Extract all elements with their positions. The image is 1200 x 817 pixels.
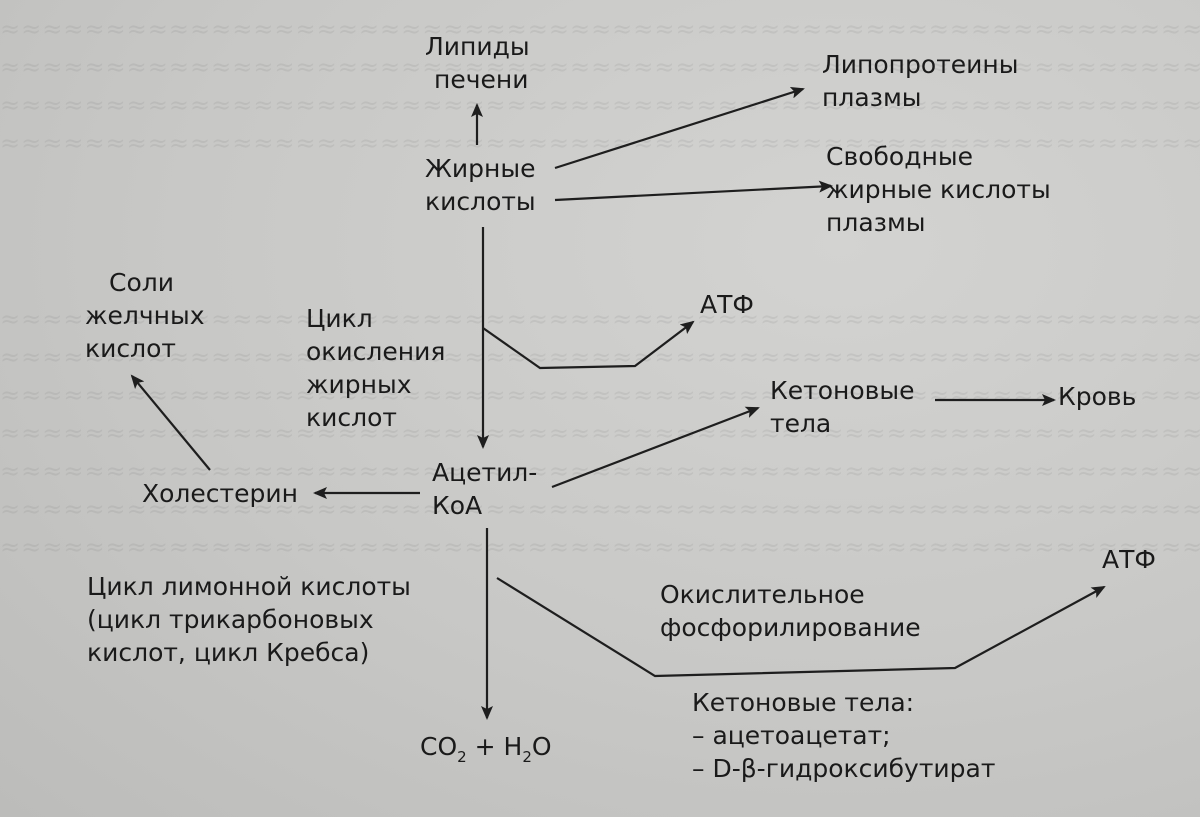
arrow-to-bile-salts — [130, 374, 211, 471]
arrow-to-ketone-bodies — [551, 406, 760, 489]
node-line: Свободные — [826, 142, 973, 171]
formula-subscript: 2 — [522, 748, 532, 766]
node-cholesterol: Холестерин — [142, 477, 298, 510]
node-beta-oxidation: Цикл окисления жирных кислот — [306, 302, 445, 434]
node-line: фосфорилирование — [660, 613, 921, 642]
node-oxidative-phosphorylation: Окислительное фосфорилирование — [660, 578, 921, 644]
arrow-to-atp-top — [482, 320, 695, 370]
formula-subscript: 2 — [457, 748, 467, 766]
node-atp-top: АТФ — [700, 288, 754, 321]
node-fatty-acids: Жирные кислоты — [425, 152, 536, 218]
node-bile-salts: Соли желчных кислот — [85, 266, 205, 365]
node-line: кислот — [306, 403, 397, 432]
arrow-to-lipoproteins — [554, 86, 805, 170]
arrow-to-free-fatty-acids — [554, 180, 833, 202]
node-line: жирных — [306, 370, 412, 399]
node-line: печени — [434, 65, 529, 94]
node-line: желчных — [85, 301, 205, 330]
node-line: Соли — [109, 268, 174, 297]
node-line: Кетоновые тела: — [692, 688, 915, 717]
node-line: Цикл лимонной кислоты — [87, 572, 411, 601]
node-line: кислот — [85, 334, 176, 363]
formula-part: + H — [466, 732, 523, 761]
node-line: жирные кислоты — [826, 175, 1051, 204]
node-line: – ацетоацетат; — [692, 721, 891, 750]
node-line: – D-β-гидроксибутират — [692, 754, 996, 783]
node-line: окисления — [306, 337, 446, 366]
node-line: плазмы — [822, 83, 922, 112]
node-ketone-bodies: Кетоновые тела — [770, 374, 914, 440]
node-co2-h2o: CO2 + H2O — [420, 730, 552, 767]
node-line: кислоты — [425, 187, 536, 216]
node-line: Кетоновые — [770, 376, 915, 405]
node-line: АТФ — [1102, 545, 1156, 574]
node-line: Цикл — [306, 304, 373, 333]
node-plasma-lipoproteins: Липопротеины плазмы — [822, 48, 1018, 114]
node-line: тела — [770, 409, 832, 438]
node-ketone-list: Кетоновые тела: – ацетоацетат; – D-β-гид… — [692, 686, 995, 785]
node-line: Липиды — [425, 32, 530, 61]
node-citric-acid-cycle: Цикл лимонной кислоты (цикл трикарбоновы… — [87, 570, 411, 669]
node-line: АТФ — [700, 290, 754, 319]
node-line: (цикл трикарбоновых — [87, 605, 374, 634]
arrow-to-atp-bottom — [496, 577, 1106, 678]
node-line: Липопротеины — [822, 50, 1019, 79]
node-liver-lipids: Липиды печени — [425, 30, 530, 96]
formula-part: CO — [420, 732, 458, 761]
node-line: кислот, цикл Кребса) — [87, 638, 370, 667]
node-acetyl-coa: Ацетил- КоА — [432, 456, 537, 522]
show-through-text-lower: ≈≈≈≈≈≈≈≈≈≈≈≈≈≈≈≈≈≈≈≈≈≈≈≈≈≈≈≈≈≈≈≈≈≈≈≈≈≈≈≈… — [0, 305, 1200, 561]
node-line: КоА — [432, 491, 483, 520]
node-line: Кровь — [1058, 382, 1137, 411]
node-atp-bottom: АТФ — [1102, 543, 1156, 576]
node-blood: Кровь — [1058, 380, 1136, 413]
node-line: Жирные — [425, 154, 536, 183]
show-through-text: ≈≈≈≈≈≈≈≈≈≈≈≈≈≈≈≈≈≈≈≈≈≈≈≈≈≈≈≈≈≈≈≈≈≈≈≈≈≈≈≈… — [0, 15, 1200, 157]
formula-part: O — [531, 732, 552, 761]
node-line: Окислительное — [660, 580, 865, 609]
node-line: плазмы — [826, 208, 926, 237]
node-free-fatty-acids: Свободные жирные кислоты плазмы — [826, 140, 1051, 239]
node-line: Холестерин — [142, 479, 298, 508]
node-line: Ацетил- — [432, 458, 538, 487]
